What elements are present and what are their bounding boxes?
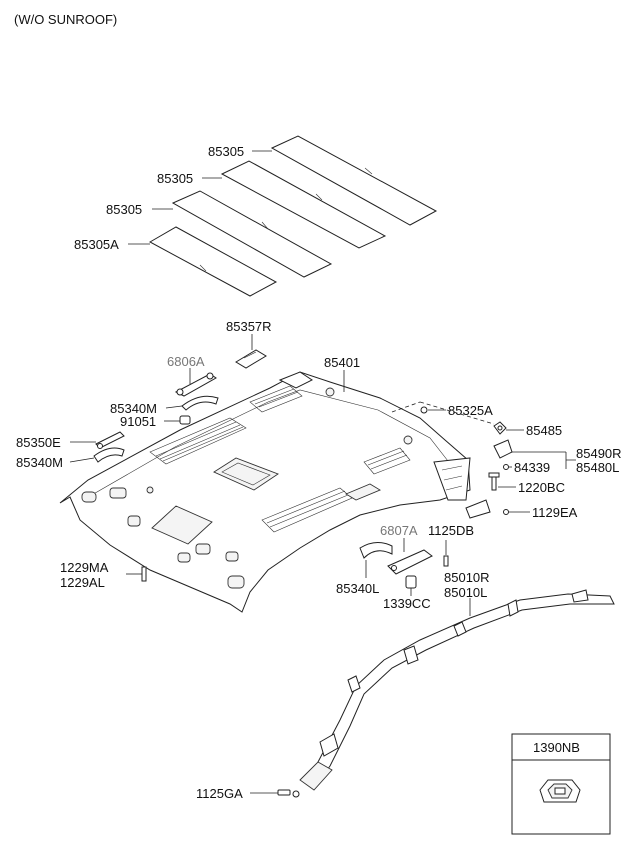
pad-85305-top[interactable] [270,135,438,226]
label-85305A: 85305A [74,237,119,252]
part-84339[interactable] [503,464,509,470]
label-85490R: 85490R [576,446,622,461]
label-85010L: 85010L [444,585,487,600]
pad-85305-low[interactable] [171,190,333,278]
label-1125DB: 1125DB [428,523,474,538]
label-85305-a: 85305 [208,144,244,159]
vent-grille-top [249,385,303,413]
part-85340M-top[interactable] [181,395,219,411]
label-85305-c: 85305 [106,202,142,217]
label-85480L: 85480L [576,460,619,475]
inset-1390NB[interactable]: 1390NB [511,733,611,835]
label-91051: 91051 [120,414,156,429]
part-85357R[interactable] [235,349,267,369]
label-85305-b: 85305 [157,171,193,186]
part-1129EA[interactable] [465,499,509,519]
part-85325A[interactable] [420,406,428,414]
label-85340L: 85340L [336,581,379,596]
variant-note: (W/O SUNROOF) [14,12,117,27]
part-85485[interactable] [493,421,507,435]
label-85340M-top: 85340M [110,401,157,416]
part-1125GA[interactable] [277,789,291,796]
part-85350E[interactable] [95,431,125,449]
pad-85305A[interactable] [148,226,278,297]
part-1229MA-1229AL[interactable] [141,566,147,582]
label-84339: 84339 [514,460,550,475]
part-6807A[interactable] [387,549,433,575]
label-85010R: 85010R [444,570,490,585]
label-85485: 85485 [526,423,562,438]
label-6807A: 6807A [380,523,418,538]
headliner-85401[interactable] [59,371,471,613]
label-6806A: 6806A [167,354,205,369]
part-85490R-85480L[interactable] [493,439,513,459]
label-1125GA: 1125GA [196,786,243,801]
clip-1390NB-icon [539,779,581,803]
label-1129EA: 1129EA [532,505,578,520]
part-1220BC[interactable] [488,472,500,491]
inset-part-number: 1390NB [533,740,580,755]
curtain-airbag-85010[interactable] [292,589,615,798]
vent-grille-left [149,417,247,465]
part-6806A[interactable] [174,372,217,397]
label-85325A: 85325A [448,403,493,418]
label-1229AL: 1229AL [60,575,105,590]
pad-85305-mid[interactable] [220,160,387,249]
label-85401: 85401 [324,355,360,370]
part-1125DB[interactable] [443,555,449,567]
part-1339CC[interactable] [405,575,417,589]
label-85340M-low: 85340M [16,455,63,470]
label-1229MA: 1229MA [60,560,109,575]
label-85350E: 85350E [16,435,61,450]
part-85340M-low[interactable] [93,447,125,463]
label-1220BC: 1220BC [518,480,565,495]
label-1339CC: 1339CC [383,596,431,611]
pad-group [148,135,438,297]
part-91051[interactable] [179,415,191,425]
label-85357R: 85357R [226,319,272,334]
part-85340L[interactable] [359,542,393,559]
vent-grille-right [363,447,411,475]
